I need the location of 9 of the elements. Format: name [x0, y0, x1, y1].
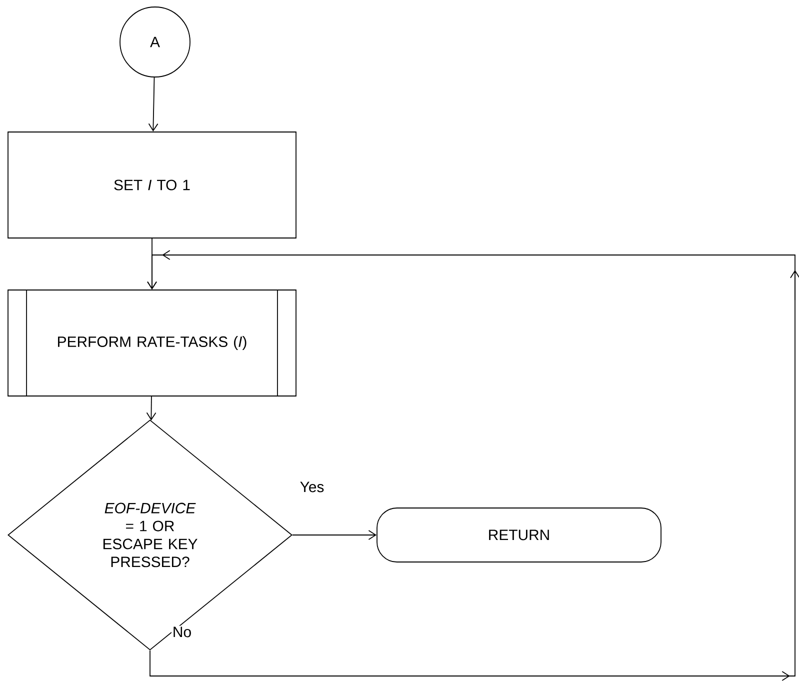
arrow: [148, 76, 158, 132]
edge-label: No: [174, 626, 191, 638]
terminal-box: RETURN: [376, 508, 662, 562]
arrow: [147, 250, 799, 681]
edge-label: Yes: [300, 482, 324, 492]
subroutine-box: PERFORM RATE-TASKS (I): [8, 289, 296, 397]
arrow: [292, 530, 377, 540]
arrow: [146, 396, 156, 420]
process-box: SET I TO 1: [8, 132, 296, 238]
